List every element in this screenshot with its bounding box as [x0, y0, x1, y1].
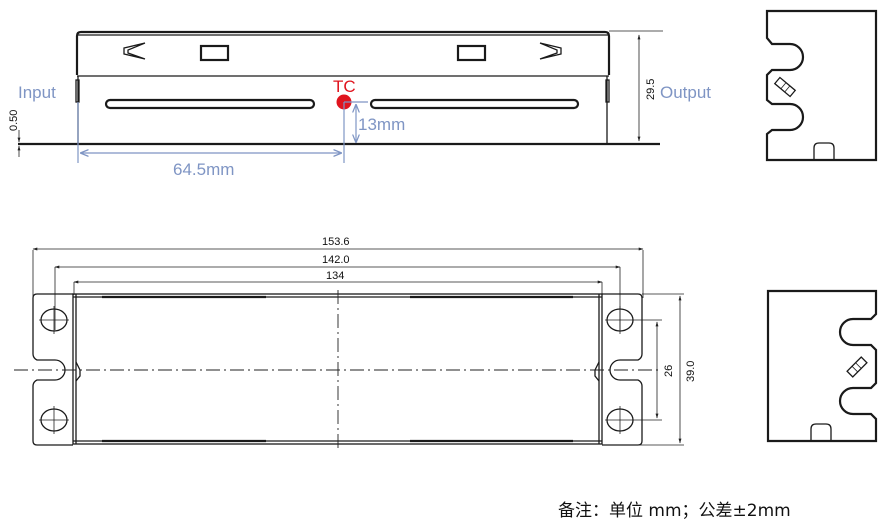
vent-slot-left — [104, 98, 316, 110]
vent-slot-right — [369, 98, 580, 110]
top-view: 153.6 142.0 134 — [14, 236, 697, 450]
end-tab-bottom — [810, 423, 832, 441]
end-profile-outline-bottom — [766, 289, 878, 443]
end-view-bottom — [766, 289, 878, 443]
v-notch-right — [539, 42, 562, 60]
window-right — [456, 44, 487, 62]
hole-vertical-label: 26 — [663, 365, 675, 377]
end-profile-outline — [765, 9, 878, 162]
footnote: 备注：单位 mm；公差±2mm — [558, 501, 791, 521]
tc-height-label: 13mm — [358, 115, 405, 134]
body-outline — [72, 293, 603, 445]
flange-thickness-label: 0.50 — [8, 110, 20, 131]
side-view: TC 64.5mm 13mm Input Output 0.50 29.5 — [8, 30, 711, 179]
end-connector-icon — [773, 76, 797, 98]
output-clip — [605, 79, 610, 103]
body-length-label: 134 — [326, 270, 344, 282]
input-label: Input — [18, 83, 56, 102]
cover-outline — [75, 30, 611, 75]
height-label: 29.5 — [645, 79, 657, 100]
window-left — [199, 44, 230, 62]
overall-width-label: 39.0 — [685, 361, 697, 382]
overall-length-label: 153.6 — [322, 236, 350, 248]
end-connector-icon-bottom — [846, 356, 868, 378]
tc-distance-label: 64.5mm — [173, 160, 234, 179]
v-notch-left — [123, 42, 146, 60]
tc-label: TC — [333, 77, 356, 96]
end-tab — [813, 142, 835, 160]
output-label: Output — [660, 83, 711, 102]
end-view-top — [765, 9, 878, 162]
hole-spacing-label: 142.0 — [322, 254, 350, 266]
